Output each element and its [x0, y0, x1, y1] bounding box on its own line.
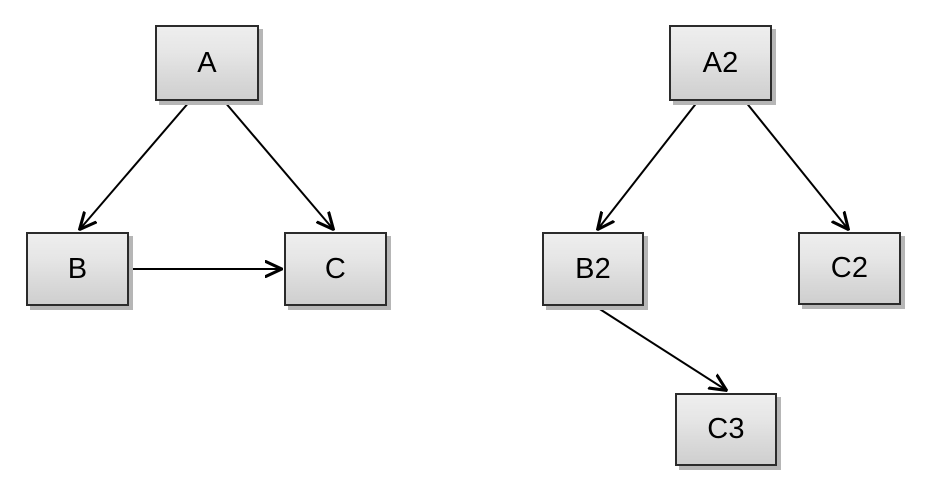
node-a2[interactable]: A2	[669, 25, 772, 101]
node-b2[interactable]: B2	[542, 232, 644, 306]
edge-a-c	[223, 100, 333, 229]
node-a[interactable]: A	[155, 25, 259, 101]
edge-a2-b2	[598, 100, 699, 229]
edge-a-b	[80, 100, 191, 229]
node-label-a2: A2	[702, 46, 739, 79]
node-label-b: B	[67, 252, 88, 285]
node-c2[interactable]: C2	[798, 232, 901, 305]
node-label-a: A	[197, 46, 217, 79]
node-b[interactable]: B	[26, 232, 129, 306]
node-c3[interactable]: C3	[675, 393, 777, 466]
node-label-c2: C2	[830, 252, 869, 284]
node-c[interactable]: C	[284, 232, 387, 306]
edge-a2-c2	[744, 100, 848, 229]
node-label-c: C	[324, 252, 347, 285]
edge-b2-c3	[594, 305, 726, 390]
node-label-b2: B2	[575, 252, 611, 285]
node-label-c3: C3	[707, 413, 745, 445]
